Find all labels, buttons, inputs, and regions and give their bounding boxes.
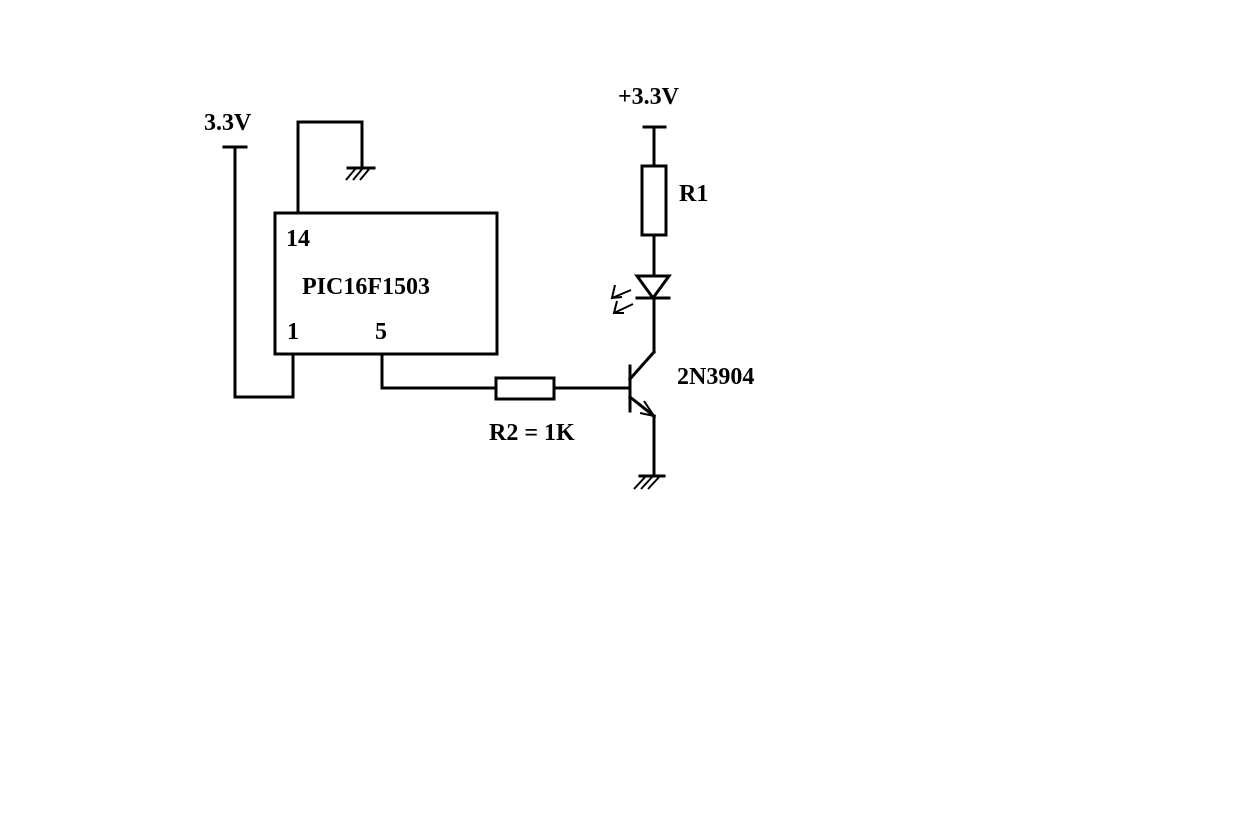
pin-14-label: 14: [286, 226, 310, 252]
pin14-ground-wire: [296, 120, 364, 215]
pin-1-label: 1: [287, 319, 299, 345]
pin5-wire: [380, 352, 632, 390]
left-supply-wire: [222, 145, 295, 399]
r2-label: R2 = 1K: [489, 420, 575, 446]
led-diode: [634, 274, 672, 354]
ic-name-label: PIC16F1503: [302, 274, 430, 300]
led-light-arrows: [610, 284, 634, 314]
right-supply-wire: [642, 125, 667, 278]
r1-resistor: [640, 164, 668, 237]
top-ground-symbol: [345, 166, 376, 181]
r2-resistor: [494, 376, 556, 401]
bottom-ground-symbol: [633, 474, 666, 490]
pin-5-label: 5: [375, 319, 387, 345]
npn-transistor: [627, 349, 657, 478]
left-supply-label: 3.3V: [204, 110, 252, 136]
ic-body: [273, 211, 499, 356]
transistor-label: 2N3904: [677, 364, 754, 390]
r1-label: R1: [679, 181, 708, 207]
right-supply-label: +3.3V: [618, 84, 680, 110]
